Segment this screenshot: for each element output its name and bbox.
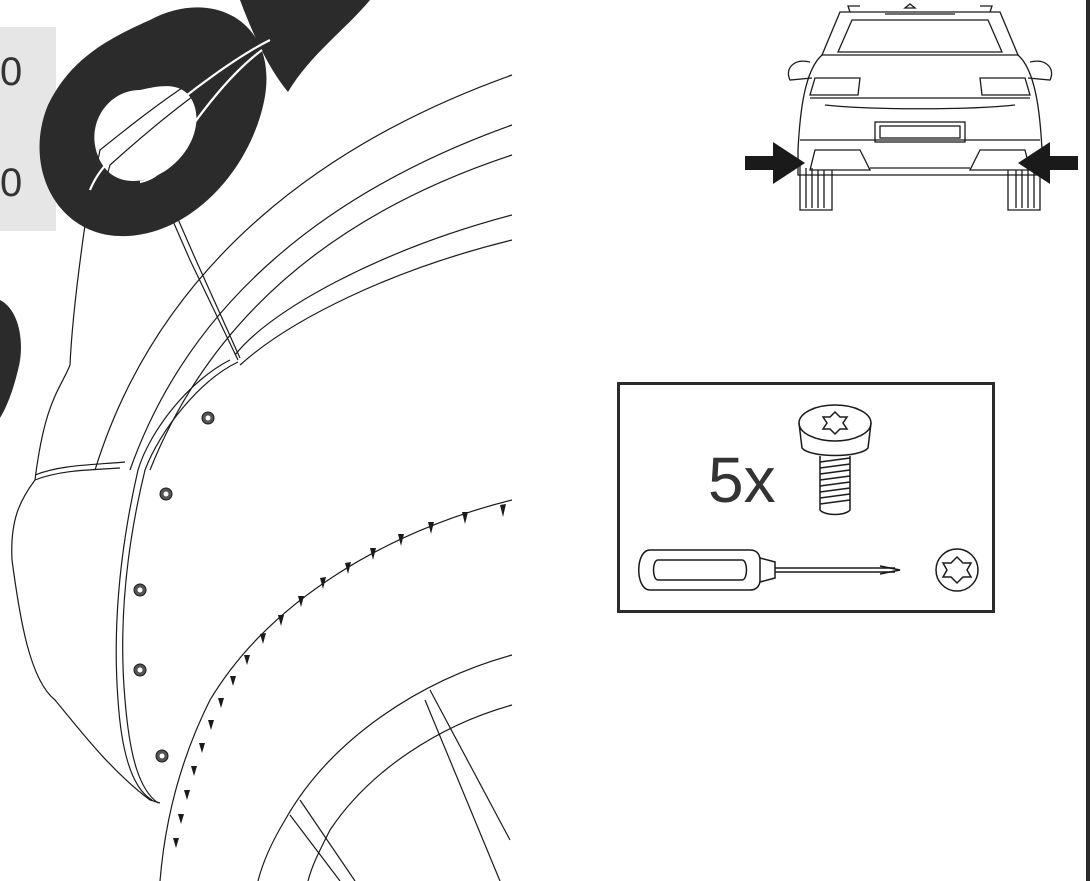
rear-view-car-icon [787, 3, 1053, 211]
flap-fasteners [133, 411, 215, 763]
step-label-2: 0 [0, 161, 23, 205]
quantity-label: 5x [708, 444, 776, 516]
torx-head-icon [935, 548, 979, 592]
fastener-2 [159, 487, 173, 501]
fastener-4 [133, 663, 147, 677]
fastener-1 [201, 411, 215, 425]
page-frame-right [1086, 0, 1090, 881]
arrow-left-icon [745, 142, 805, 184]
fastener-3 [133, 583, 147, 597]
step-label-1: 0 [0, 50, 23, 94]
fastener-5 [155, 749, 169, 763]
arrow-right-icon [1018, 142, 1078, 184]
torx-screw-icon [798, 404, 872, 516]
torx-screwdriver-icon [638, 549, 901, 591]
tire-tread-marks [173, 504, 506, 848]
